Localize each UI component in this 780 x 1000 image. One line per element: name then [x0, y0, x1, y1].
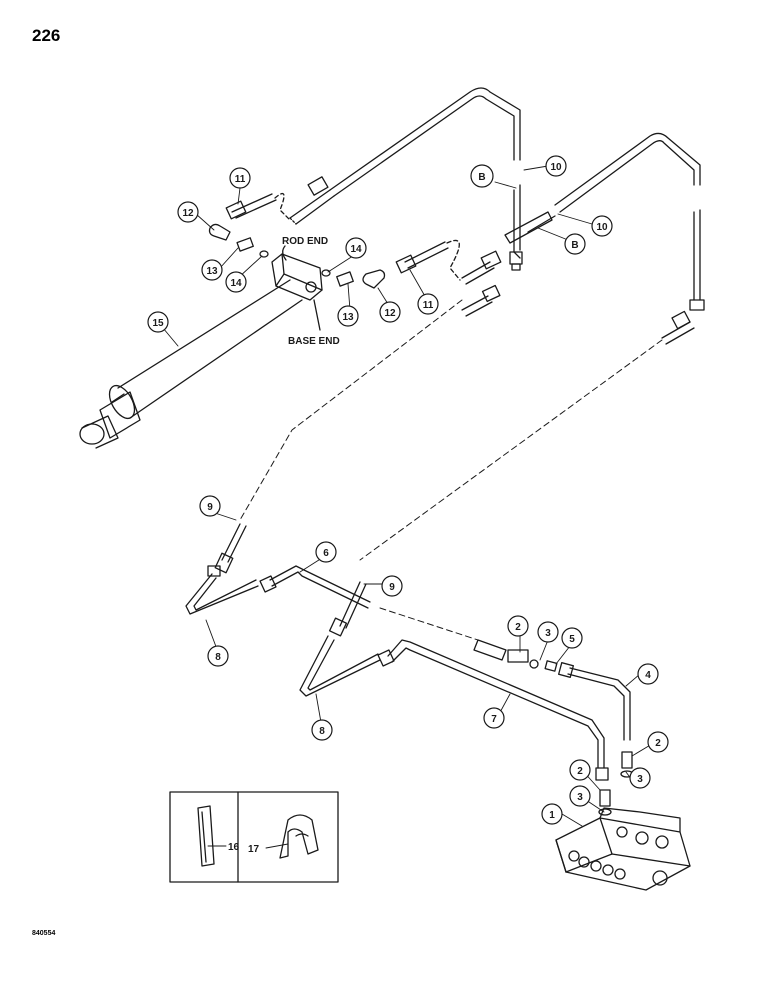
fittings-mid — [473, 639, 558, 672]
callout-8-right: 8 — [311, 719, 333, 741]
callout-6: 6 — [315, 541, 337, 563]
base-end-label: BASE END — [288, 336, 340, 347]
svg-text:10: 10 — [550, 162, 562, 173]
callout-11-upper: 11 — [229, 167, 251, 189]
fittings-upper-right — [321, 269, 386, 289]
callout-11-right: 11 — [417, 293, 439, 315]
svg-text:10: 10 — [596, 222, 608, 233]
svg-text:4: 4 — [645, 670, 651, 681]
fittings-valve — [598, 751, 634, 816]
callout-3-right: 3 — [629, 767, 651, 789]
svg-text:11: 11 — [235, 174, 246, 185]
callouts: 11 12 13 14 14 13 12 11 — [147, 155, 669, 825]
callout-5: 5 — [561, 627, 583, 649]
svg-text:8: 8 — [319, 726, 325, 737]
svg-text:B: B — [571, 240, 578, 251]
cylinder-15 — [79, 245, 323, 449]
callout-3-left: 3 — [569, 785, 591, 807]
svg-text:9: 9 — [389, 582, 395, 593]
svg-text:14: 14 — [230, 278, 242, 289]
tube-10-left — [329, 87, 521, 259]
callout-13-right: 13 — [337, 305, 359, 327]
callout-b-upper: B — [470, 164, 494, 188]
hose-11-upper — [225, 176, 335, 225]
svg-text:2: 2 — [515, 622, 521, 633]
callout-3-mid: 3 — [537, 621, 559, 643]
callout-9-right: 9 — [381, 575, 403, 597]
callout-2-mid: 2 — [507, 615, 529, 637]
svg-text:7: 7 — [491, 714, 497, 725]
svg-text:B: B — [478, 172, 485, 183]
svg-text:6: 6 — [323, 548, 329, 559]
hose-11-right — [395, 239, 502, 317]
svg-text:15: 15 — [152, 318, 164, 329]
callout-4: 4 — [637, 663, 659, 685]
callout-14-right: 14 — [345, 237, 367, 259]
control-valve-1 — [555, 807, 691, 891]
tube-8-right — [299, 635, 381, 697]
figure-code: 840554 — [32, 930, 56, 937]
fittings-upper-left — [208, 223, 269, 258]
svg-text:1: 1 — [549, 810, 555, 821]
tube-6 — [259, 565, 371, 609]
svg-text:2: 2 — [655, 738, 661, 749]
svg-text:3: 3 — [637, 774, 643, 785]
connection-lines — [239, 299, 663, 641]
tube-7 — [377, 639, 609, 781]
svg-text:5: 5 — [569, 634, 575, 645]
callout-2-right: 2 — [647, 731, 669, 753]
page-number: 226 — [32, 26, 61, 45]
callout-b-lower: B — [564, 233, 586, 255]
callout-12-right: 12 — [379, 301, 401, 323]
tube-4 — [558, 662, 631, 741]
svg-text:12: 12 — [384, 308, 396, 319]
inset-box — [169, 791, 339, 883]
tube-8-left — [185, 565, 259, 615]
label-16: 16 — [228, 842, 240, 853]
svg-text:13: 13 — [206, 266, 218, 277]
tube-b — [504, 211, 556, 244]
callout-12-upper: 12 — [177, 201, 199, 223]
label-17: 17 — [248, 844, 260, 855]
svg-text:13: 13 — [342, 312, 354, 323]
svg-text:11: 11 — [423, 300, 434, 311]
callout-8-left: 8 — [207, 645, 229, 667]
tube-10-right — [554, 132, 701, 301]
callout-13-upper: 13 — [201, 259, 223, 281]
callout-9-left: 9 — [199, 495, 221, 517]
callout-2-left: 2 — [569, 759, 591, 781]
svg-text:2: 2 — [577, 766, 583, 777]
svg-text:9: 9 — [207, 502, 213, 513]
svg-text:12: 12 — [182, 208, 194, 219]
callout-1: 1 — [541, 803, 563, 825]
rod-end-label: ROD END — [282, 236, 328, 247]
svg-text:8: 8 — [215, 652, 221, 663]
svg-text:3: 3 — [577, 792, 583, 803]
callout-7: 7 — [483, 707, 505, 729]
svg-text:14: 14 — [350, 244, 362, 255]
hose-9-right — [328, 581, 367, 637]
svg-text:3: 3 — [545, 628, 551, 639]
callout-10-right: 10 — [591, 215, 613, 237]
callout-14-upper: 14 — [225, 271, 247, 293]
callout-10-left: 10 — [545, 155, 567, 177]
callout-15: 15 — [147, 311, 169, 333]
